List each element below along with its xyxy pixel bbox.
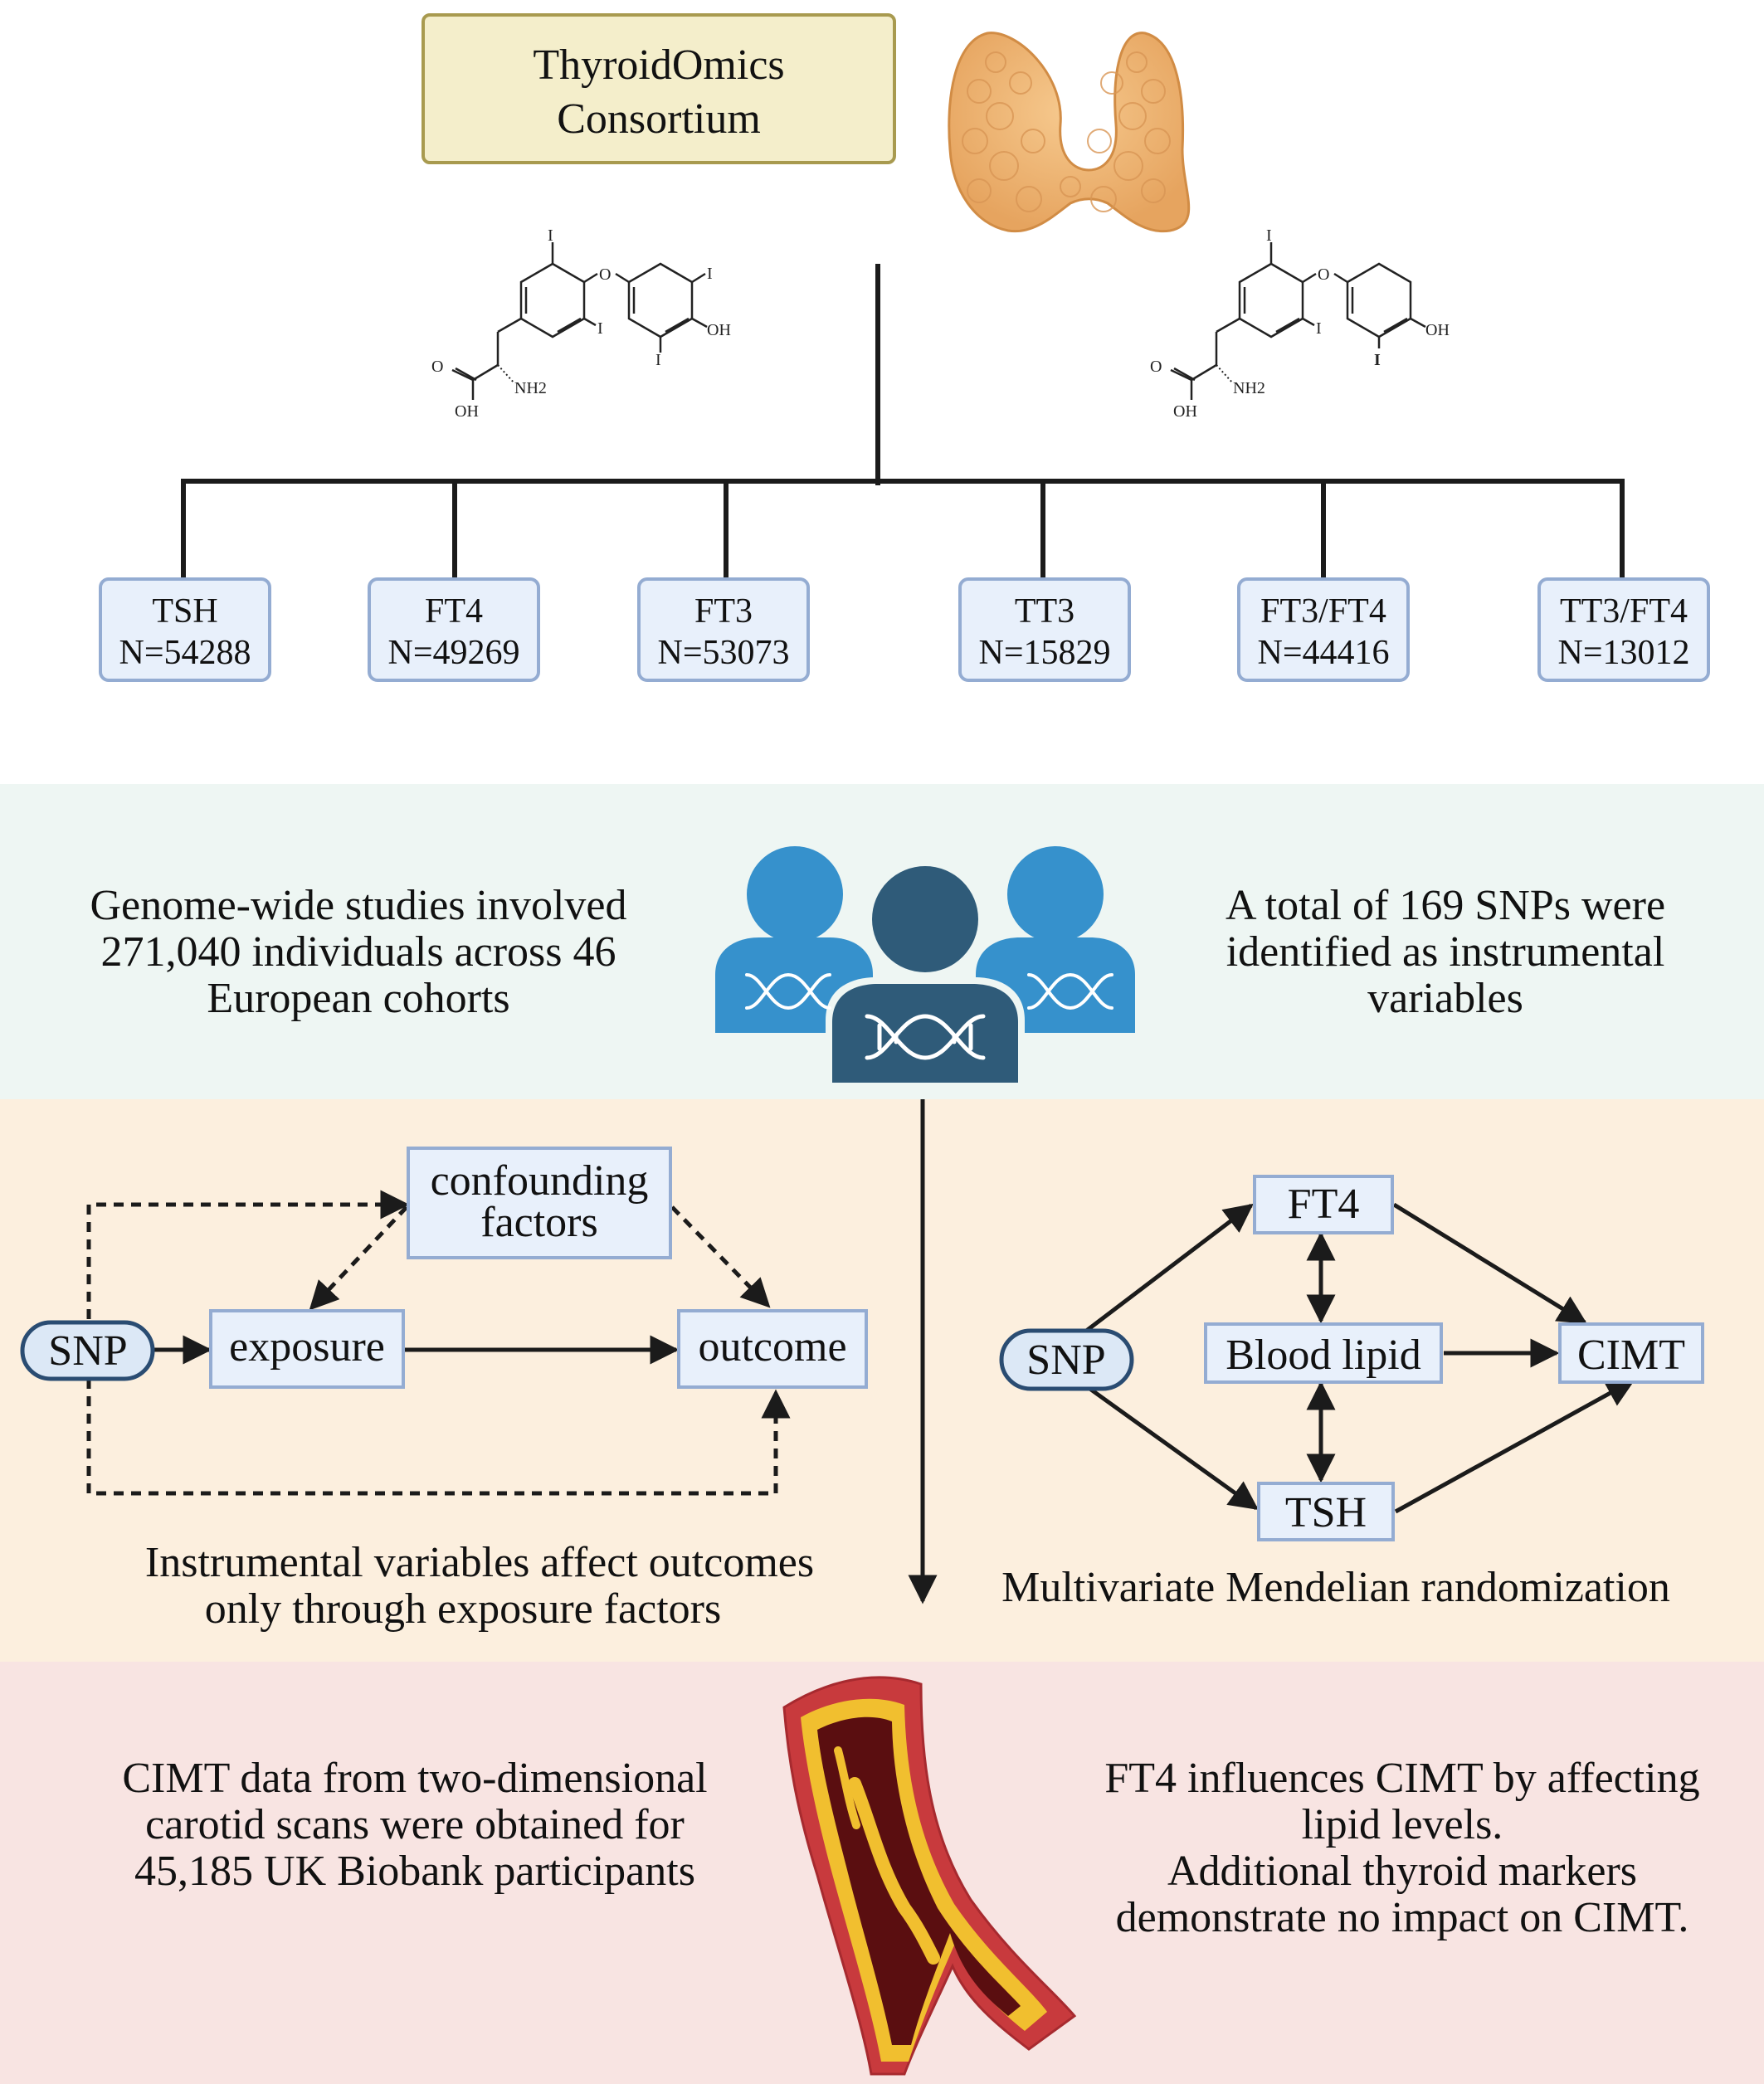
gwas-left-line: 271,040 individuals across 46 — [100, 928, 616, 976]
iv-confounding-node: confounding factors — [407, 1147, 672, 1259]
mvmr-blood-lipid-label: Blood lipid — [1226, 1332, 1420, 1379]
t3-amine: NH2 — [1233, 379, 1265, 397]
iv-caption-line: only through exposure factors — [205, 1585, 721, 1633]
exposure-name: FT4 — [425, 592, 483, 631]
mvmr-snp-node: SNP — [999, 1328, 1134, 1391]
consortium-title-line1: ThyroidOmics — [533, 41, 784, 89]
exposure-box-ft3-ft4: FT3/FT4 N=44416 — [1237, 577, 1410, 682]
triiodothyronine-labels: I O OH I I NH2 O OH — [1150, 226, 1450, 421]
t3-iodine-left-bottom: I — [1316, 319, 1322, 338]
mvmr-cimt-node: CIMT — [1558, 1322, 1704, 1384]
thyroxine-labels: I O I OH I I NH2 O OH — [431, 226, 731, 421]
exposure-name: TT3 — [1015, 592, 1074, 631]
t4-iodine-left-bottom: I — [597, 319, 603, 338]
gwas-left-line: Genome-wide studies involved — [90, 882, 627, 929]
exposure-sample-size: N=13012 — [1557, 634, 1689, 672]
thyroxine-amine-wedge — [497, 364, 515, 384]
mvmr-snp-label: SNP — [1026, 1337, 1105, 1384]
mvmr-blood-lipid-node: Blood lipid — [1204, 1322, 1443, 1384]
t4-amine: NH2 — [514, 379, 547, 397]
t3-iodine-bottom: I — [1374, 351, 1381, 369]
exposure-sample-size: N=49269 — [387, 634, 519, 672]
exposure-name: FT3 — [694, 592, 753, 631]
iv-outcome-node: outcome — [677, 1309, 868, 1389]
consortium-title-line2: Consortium — [557, 95, 761, 143]
exposure-box-ft3: FT3 N=53073 — [637, 577, 810, 682]
mvmr-tsh-label: TSH — [1285, 1489, 1367, 1536]
consortium-box: ThyroidOmics Consortium — [422, 13, 896, 164]
iv-confounding-line: factors — [480, 1199, 597, 1246]
t4-iodine-top: I — [548, 226, 553, 245]
iv-exposure-label: exposure — [229, 1323, 385, 1371]
mvmr-caption: Multivariate Mendelian randomization — [1001, 1564, 1670, 1611]
mvmr-ft4-label: FT4 — [1288, 1181, 1360, 1228]
exposure-name: TT3/FT4 — [1560, 592, 1688, 631]
mvmr-cimt-label: CIMT — [1577, 1332, 1685, 1379]
gwas-left-line: European cohorts — [207, 975, 509, 1022]
t4-iodine-right-top: I — [707, 265, 713, 283]
mvmr-tsh-node: TSH — [1257, 1482, 1395, 1541]
iv-snp-label: SNP — [48, 1327, 127, 1375]
gwas-right-text: A total of 169 SNPs were identified as i… — [1226, 882, 1665, 1022]
outcome-right-line: FT4 influences CIMT by affecting — [1104, 1755, 1699, 1802]
gwas-left-text: Genome-wide studies involved 271,040 ind… — [90, 882, 627, 1022]
gwas-right-line: identified as instrumental — [1226, 928, 1665, 976]
exposure-sample-size: N=53073 — [657, 634, 789, 672]
exposure-name: FT3/FT4 — [1260, 592, 1386, 631]
exposure-box-tt3-ft4: TT3/FT4 N=13012 — [1537, 577, 1710, 682]
exposure-sample-size: N=15829 — [978, 634, 1110, 672]
branch-drops — [181, 479, 1625, 581]
exposure-sample-size: N=44416 — [1257, 634, 1389, 672]
population-dna-icon — [715, 846, 1135, 1083]
iv-snp-node: SNP — [20, 1320, 155, 1381]
iv-confounding-line: confounding — [431, 1157, 649, 1205]
t3-oxygen: O — [1318, 265, 1329, 284]
t4-acid-hydroxyl: OH — [455, 402, 479, 421]
triiodothyronine-molecule-icon — [1170, 242, 1426, 400]
mvmr-ft4-node: FT4 — [1253, 1175, 1394, 1234]
thyroid-gland-icon — [948, 32, 1191, 233]
t4-oxygen: O — [599, 265, 611, 284]
exposure-box-tt3: TT3 N=15829 — [958, 577, 1131, 682]
t3-carbonyl-oxygen: O — [1150, 358, 1162, 376]
t3-acid-hydroxyl: OH — [1173, 402, 1197, 421]
carotid-artery-plaque-icon — [782, 1676, 1077, 2076]
triiodothyronine-amine-wedge — [1216, 364, 1234, 384]
exposure-sample-size: N=54288 — [119, 634, 251, 672]
outcome-left-line: 45,185 UK Biobank participants — [134, 1848, 695, 1895]
t3-hydroxyl: OH — [1425, 321, 1450, 339]
t3-iodine-top: I — [1266, 226, 1272, 245]
mvmr-diagram: SNP FT4 Blood lipid TSH CIMT Multivariat… — [999, 1175, 1704, 1611]
t4-hydroxyl: OH — [707, 321, 731, 339]
outcome-left-line: CIMT data from two-dimensional — [122, 1755, 707, 1802]
exposure-box-ft4: FT4 N=49269 — [368, 577, 540, 682]
outcome-right-line: Additional thyroid markers — [1167, 1848, 1637, 1895]
exposure-box-tsh: TSH N=54288 — [99, 577, 271, 682]
t4-iodine-right-bottom: I — [655, 351, 661, 369]
iv-caption-line: Instrumental variables affect outcomes — [145, 1539, 814, 1586]
outcome-left-text: CIMT data from two-dimensional carotid s… — [122, 1755, 707, 1895]
thyroxine-molecule-icon — [451, 242, 708, 400]
iv-assumption-diagram: SNP exposure outcome confounding factors… — [20, 1147, 868, 1633]
t4-carbonyl-oxygen: O — [431, 358, 443, 376]
gwas-right-line: A total of 169 SNPs were — [1226, 882, 1665, 929]
outcome-left-line: carotid scans were obtained for — [145, 1801, 685, 1848]
outcome-right-text: FT4 influences CIMT by affecting lipid l… — [1104, 1755, 1699, 1941]
iv-outcome-label: outcome — [698, 1323, 846, 1371]
iv-exposure-node: exposure — [209, 1309, 405, 1389]
outcome-right-line: demonstrate no impact on CIMT. — [1116, 1894, 1689, 1941]
gwas-right-line: variables — [1367, 975, 1523, 1022]
exposure-name: TSH — [152, 592, 217, 631]
outcome-right-line: lipid levels. — [1302, 1801, 1503, 1848]
